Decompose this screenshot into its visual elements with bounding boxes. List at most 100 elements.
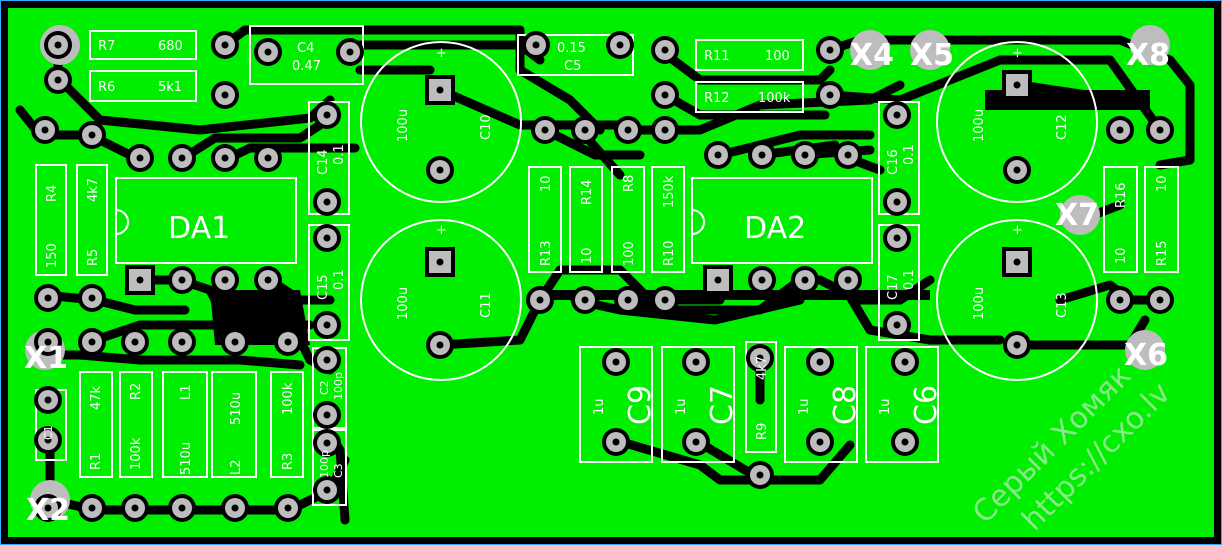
ref-r5: R5 xyxy=(86,249,101,266)
drill-hole xyxy=(826,91,834,99)
value-r1: 47k xyxy=(89,385,104,410)
ref-c3: C3 xyxy=(332,463,345,478)
connector-label-x7: X7 xyxy=(1055,198,1099,233)
ref-c11: C11 xyxy=(479,292,494,318)
ref-l1: L1 xyxy=(179,384,194,400)
drill-hole xyxy=(826,46,834,54)
drill-hole xyxy=(284,338,292,346)
value-r13: 10 xyxy=(539,175,554,192)
value-c8: 1u xyxy=(797,398,812,415)
drill-hole xyxy=(264,48,272,56)
drill-hole xyxy=(41,126,49,134)
ref-c9: C9 xyxy=(623,385,658,425)
ref-r15: R15 xyxy=(1155,240,1170,266)
connector-pad xyxy=(910,30,950,70)
drill-hole xyxy=(323,356,331,364)
ref-r8: R8 xyxy=(622,175,637,192)
drill-hole xyxy=(616,41,624,49)
drill-hole xyxy=(436,86,444,94)
drill-hole xyxy=(901,438,909,446)
ref-r6: R6 xyxy=(98,80,115,95)
value-c10: 100u xyxy=(396,109,411,142)
drill-hole xyxy=(284,504,292,512)
value-r16: 10 xyxy=(1114,247,1129,264)
drill-hole xyxy=(436,166,444,174)
ref-r7: R7 xyxy=(98,39,115,54)
drill-hole xyxy=(1013,341,1021,349)
drill-hole xyxy=(221,41,229,49)
connector-pad xyxy=(850,30,890,70)
drill-hole xyxy=(323,111,331,119)
value-r4: 150 xyxy=(45,243,60,268)
value-l1: 510u xyxy=(179,442,194,475)
drill-hole xyxy=(758,151,766,159)
drill-hole xyxy=(131,338,139,346)
drill-hole xyxy=(231,504,239,512)
drill-hole xyxy=(136,154,144,162)
ref-c7: C7 xyxy=(705,385,740,425)
drill-hole xyxy=(323,486,331,494)
connector-label-x2: X2 xyxy=(26,493,70,528)
polarity-mark-c13: + xyxy=(1012,223,1023,238)
drill-hole xyxy=(532,41,540,49)
drill-hole xyxy=(756,354,764,362)
connector-label-x4: X4 xyxy=(850,38,894,73)
value-r7: 680 xyxy=(158,39,183,54)
drill-hole xyxy=(756,471,764,479)
value-c9: 1u xyxy=(592,398,607,415)
drill-hole xyxy=(624,126,632,134)
drill-hole xyxy=(692,438,700,446)
drill-hole xyxy=(893,321,901,329)
ic-label-da1: DA1 xyxy=(168,211,230,246)
value-c13: 100u xyxy=(972,287,987,320)
value-c6: 1u xyxy=(878,398,893,415)
drill-hole xyxy=(44,504,52,512)
drill-hole xyxy=(178,154,186,162)
drill-hole xyxy=(88,294,96,302)
drill-hole xyxy=(893,234,901,242)
drill-hole xyxy=(136,276,144,284)
drill-hole xyxy=(221,276,229,284)
value-r9: 4k7 xyxy=(755,356,770,380)
ref-r9: R9 xyxy=(755,423,770,440)
ref-r16: R16 xyxy=(1114,182,1129,208)
drill-hole xyxy=(844,151,852,159)
ref-c6: C6 xyxy=(909,385,944,425)
drill-hole xyxy=(661,296,669,304)
component-labels: DA1 DA2 R7 680 R6 5k1 R11 100 R12 100k C… xyxy=(24,38,1170,528)
drill-hole xyxy=(714,151,722,159)
value-c16: 0.1 xyxy=(902,144,917,165)
value-c17: 0.1 xyxy=(902,269,917,290)
silkscreen xyxy=(35,25,1179,506)
value-c3: 100p xyxy=(318,450,331,478)
connector-label-x6: X6 xyxy=(1124,338,1168,373)
drill-hole xyxy=(346,48,354,56)
drill-hole xyxy=(221,91,229,99)
ref-r11: R11 xyxy=(704,49,730,64)
drill-hole xyxy=(612,438,620,446)
drill-hole xyxy=(44,338,52,346)
drill-hole xyxy=(131,504,139,512)
ref-c5: C5 xyxy=(564,59,581,74)
connector-pad xyxy=(1060,195,1100,235)
drill-hole xyxy=(581,296,589,304)
polarity-mark-c11: + xyxy=(436,223,447,238)
drill-hole xyxy=(88,338,96,346)
drill-hole xyxy=(1116,296,1124,304)
value-c4: 0.47 xyxy=(292,59,321,74)
ref-c4: C4 xyxy=(297,41,314,56)
drill-hole xyxy=(758,276,766,284)
value-r5: 4k7 xyxy=(86,178,101,202)
drill-hole xyxy=(893,111,901,119)
drill-hole xyxy=(178,504,186,512)
drill-hole xyxy=(323,439,331,447)
value-c12: 100u xyxy=(972,109,987,142)
ref-c12: C12 xyxy=(1055,114,1070,140)
drill-hole xyxy=(661,126,669,134)
connector-pad xyxy=(1125,330,1165,370)
ref-r12: R12 xyxy=(704,91,730,106)
ref-c10: C10 xyxy=(479,114,494,140)
drill-hole xyxy=(661,91,669,99)
connector-label-x5: X5 xyxy=(910,38,954,73)
ref-r13: R13 xyxy=(539,240,554,266)
